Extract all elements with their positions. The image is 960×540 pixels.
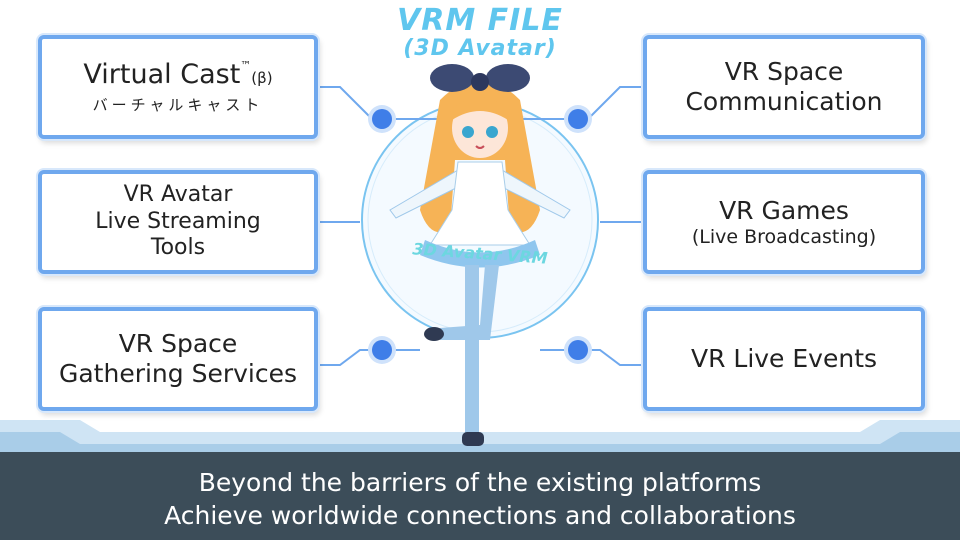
card-line: Gathering Services bbox=[58, 359, 298, 388]
card-live-events: VR Live Events bbox=[643, 307, 925, 411]
footer-band bbox=[0, 452, 960, 540]
title-line2: (3D Avatar) bbox=[403, 36, 557, 61]
connector-dot bbox=[568, 109, 588, 129]
slogan: Beyond the barriers of the existing plat… bbox=[0, 466, 960, 532]
card-line: VR Space bbox=[724, 57, 844, 86]
card-line: VR Games bbox=[719, 195, 849, 225]
beta-label: (β) bbox=[251, 69, 273, 88]
card-title-text: Virtual Cast bbox=[83, 59, 241, 91]
card-line: VR Space bbox=[118, 329, 238, 358]
connector-lines bbox=[318, 86, 643, 366]
connector-dot bbox=[372, 109, 392, 129]
avatar-illustration bbox=[389, 64, 571, 446]
card-title: Virtual Cast™(β) bbox=[83, 59, 272, 91]
card-line: Live Streaming bbox=[95, 208, 261, 234]
card-line: (Live Broadcasting) bbox=[691, 225, 877, 248]
slogan-line1: Beyond the barriers of the existing plat… bbox=[198, 468, 762, 497]
card-subtitle-kana: バーチャルキャスト bbox=[92, 95, 264, 114]
slogan-line2: Achieve worldwide connections and collab… bbox=[164, 501, 796, 530]
card-line: Communication bbox=[685, 87, 883, 116]
card-live-streaming-tools: VR Avatar Live Streaming Tools bbox=[38, 170, 318, 274]
card-gathering-services: VR Space Gathering Services bbox=[38, 307, 318, 411]
connector-dot bbox=[568, 340, 588, 360]
card-line: VR Avatar bbox=[123, 182, 233, 208]
card-virtual-cast: Virtual Cast™(β) バーチャルキャスト bbox=[38, 35, 318, 139]
trademark: ™ bbox=[240, 59, 252, 73]
connector-dot bbox=[372, 340, 392, 360]
page-title: VRM FILE (3D Avatar) bbox=[300, 6, 660, 60]
card-line: Tools bbox=[150, 235, 206, 261]
title-line1: VRM FILE bbox=[397, 3, 563, 38]
card-line: VR Live Events bbox=[690, 344, 878, 373]
card-space-communication: VR Space Communication bbox=[643, 35, 925, 139]
card-vr-games: VR Games (Live Broadcasting) bbox=[643, 170, 925, 274]
